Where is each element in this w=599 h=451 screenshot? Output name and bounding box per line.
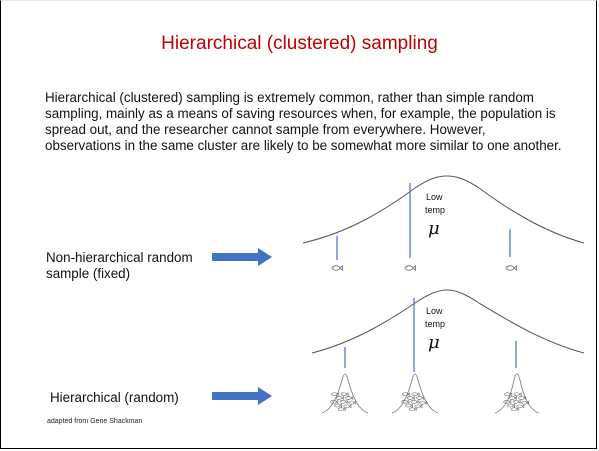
cluster-curve <box>321 373 369 414</box>
slide-title: Hierarchical (clustered) sampling <box>161 33 438 54</box>
non-hierarchical-label: Non-hierarchical random sample (fixed) <box>46 250 193 281</box>
cluster-curve <box>494 373 540 414</box>
cluster-curve <box>391 373 439 414</box>
bottom-center-label-low: Low <box>426 306 443 316</box>
bottom-center-label-temp: temp <box>425 319 445 329</box>
slide-body-text: Hierarchical (clustered) sampling is ext… <box>45 90 562 153</box>
top-center-label-low: Low <box>426 192 443 202</box>
fish-icon <box>505 265 517 271</box>
top-normal-curve <box>302 175 585 244</box>
top-distribution: Low temp μ <box>302 175 585 271</box>
bottom-mu-symbol: μ <box>428 332 440 353</box>
bottom-distribution: Low temp μ <box>311 289 585 414</box>
right-arrow-icon <box>212 248 272 266</box>
credit-note: adapted from Gene Shackman <box>47 418 143 425</box>
hierarchical-label: Hierarchical (random) <box>50 390 179 405</box>
top-mu-symbol: μ <box>428 218 440 239</box>
fish-icon <box>404 265 416 271</box>
fish-icon <box>331 393 356 411</box>
bottom-normal-curve <box>311 289 585 354</box>
fish-icon <box>504 393 529 411</box>
top-center-label-temp: temp <box>425 205 445 215</box>
right-arrow-icon <box>212 387 272 405</box>
fish-icon <box>331 265 343 271</box>
